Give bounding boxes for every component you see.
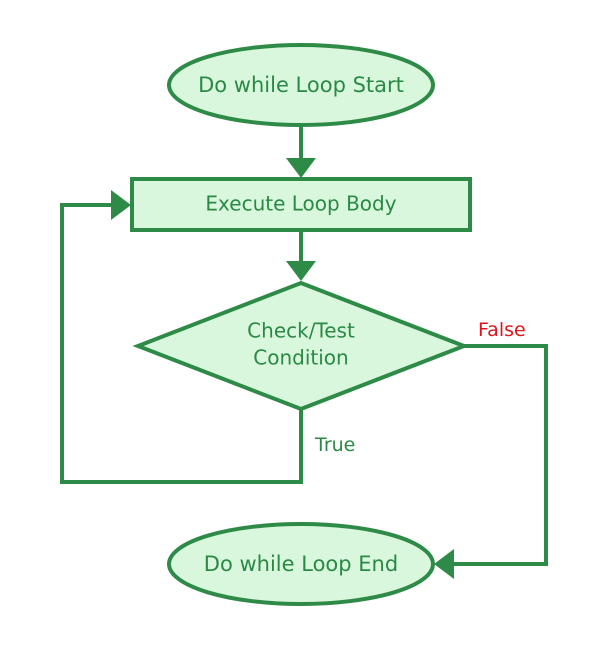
edge-false-to-end <box>434 344 548 579</box>
condition-label-line-1: Check/Test <box>247 319 355 343</box>
edge-true-loop-back <box>60 190 303 484</box>
loop-body-label: Execute Loop Body <box>205 192 396 216</box>
start-node: Do while Loop Start <box>167 43 435 127</box>
edge-start-to-body <box>286 126 316 178</box>
condition-label-line-2: Condition <box>253 346 348 370</box>
start-label: Do while Loop Start <box>198 73 404 97</box>
condition-node: Check/Test Condition <box>132 280 470 412</box>
true-edge-label: True <box>314 434 355 456</box>
edge-body-to-condition <box>286 230 316 281</box>
end-label: Do while Loop End <box>204 552 398 576</box>
end-node: Do while Loop End <box>167 522 435 606</box>
loop-body-node: Execute Loop Body <box>130 177 472 232</box>
false-edge-label: False <box>478 319 526 341</box>
